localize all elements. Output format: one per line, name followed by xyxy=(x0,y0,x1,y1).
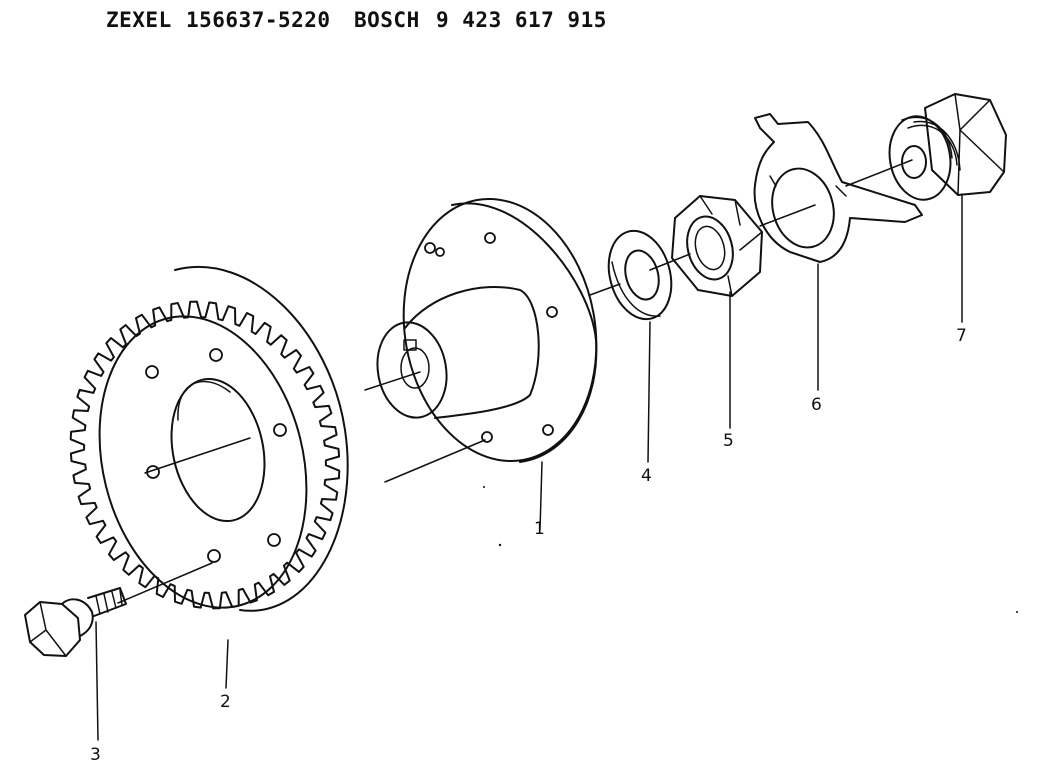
header-part-number-zexel: 156637-5220 xyxy=(186,8,331,32)
gear-part-2 xyxy=(69,265,349,612)
washer-part-4 xyxy=(607,229,673,321)
callout-6: 6 xyxy=(811,395,822,415)
callout-5: 5 xyxy=(723,431,734,451)
callout-3: 3 xyxy=(90,745,101,765)
assembly-axis-lines xyxy=(117,159,913,604)
callout-2: 2 xyxy=(220,692,231,712)
header-brand-zexel: ZEXEL xyxy=(106,8,172,32)
scan-specks xyxy=(483,486,1018,613)
hub-flange-part-1 xyxy=(376,197,598,463)
cap-nut-part-7 xyxy=(888,93,1007,201)
header-brand-bosch: BOSCH xyxy=(354,8,420,32)
callout-4: 4 xyxy=(641,466,652,486)
lock-plate-part-6 xyxy=(753,113,923,263)
callout-labels: 1 2 3 4 5 6 7 xyxy=(90,326,967,765)
callout-7: 7 xyxy=(956,326,967,346)
callout-1: 1 xyxy=(534,519,545,539)
bolt-part-3 xyxy=(24,587,127,657)
hex-nut-part-5 xyxy=(671,195,763,297)
header-part-number-bosch: 9 423 617 915 xyxy=(436,8,607,32)
leader-lines xyxy=(95,193,963,741)
